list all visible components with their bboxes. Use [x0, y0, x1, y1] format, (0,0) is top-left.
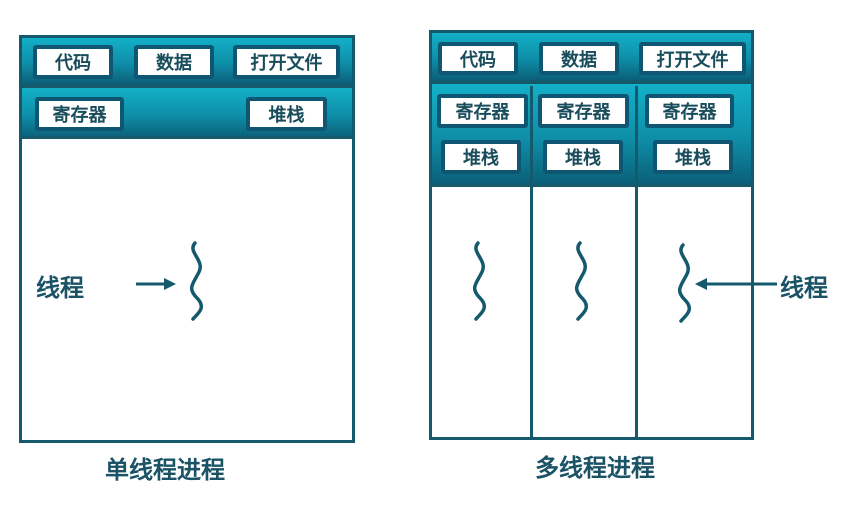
stack-box: 堆栈	[653, 140, 733, 174]
stack-box: 堆栈	[441, 140, 521, 174]
stack-box: 堆栈	[246, 97, 327, 131]
register-box: 寄存器	[645, 94, 734, 128]
band-divider	[22, 84, 352, 88]
thread-label: 线程	[780, 274, 828, 302]
data-box: 数据	[539, 42, 619, 75]
thread-squiggle-icon	[574, 241, 588, 321]
thread-squiggle-icon	[677, 243, 691, 323]
thread-squiggle-icon	[472, 241, 486, 321]
arrow-right-icon	[136, 278, 176, 290]
band-divider	[432, 184, 751, 187]
band-divider	[432, 80, 751, 84]
thread-column-divider	[635, 86, 638, 438]
register-box: 寄存器	[35, 97, 124, 131]
thread-squiggle-icon	[189, 241, 203, 321]
stack-box: 堆栈	[543, 140, 623, 174]
code-box: 代码	[33, 45, 113, 79]
data-box: 数据	[134, 45, 214, 79]
register-box: 寄存器	[437, 94, 528, 128]
open-files-box: 打开文件	[233, 45, 340, 79]
multi-thread-caption: 多线程进程	[535, 454, 655, 482]
single-thread-caption: 单线程进程	[105, 456, 225, 484]
thread-label: 线程	[36, 274, 84, 302]
thread-column-divider	[530, 86, 533, 438]
band-divider	[22, 136, 352, 139]
register-box: 寄存器	[538, 94, 629, 128]
code-box: 代码	[438, 42, 518, 75]
arrow-left-icon	[695, 278, 777, 290]
open-files-box: 打开文件	[639, 42, 746, 75]
